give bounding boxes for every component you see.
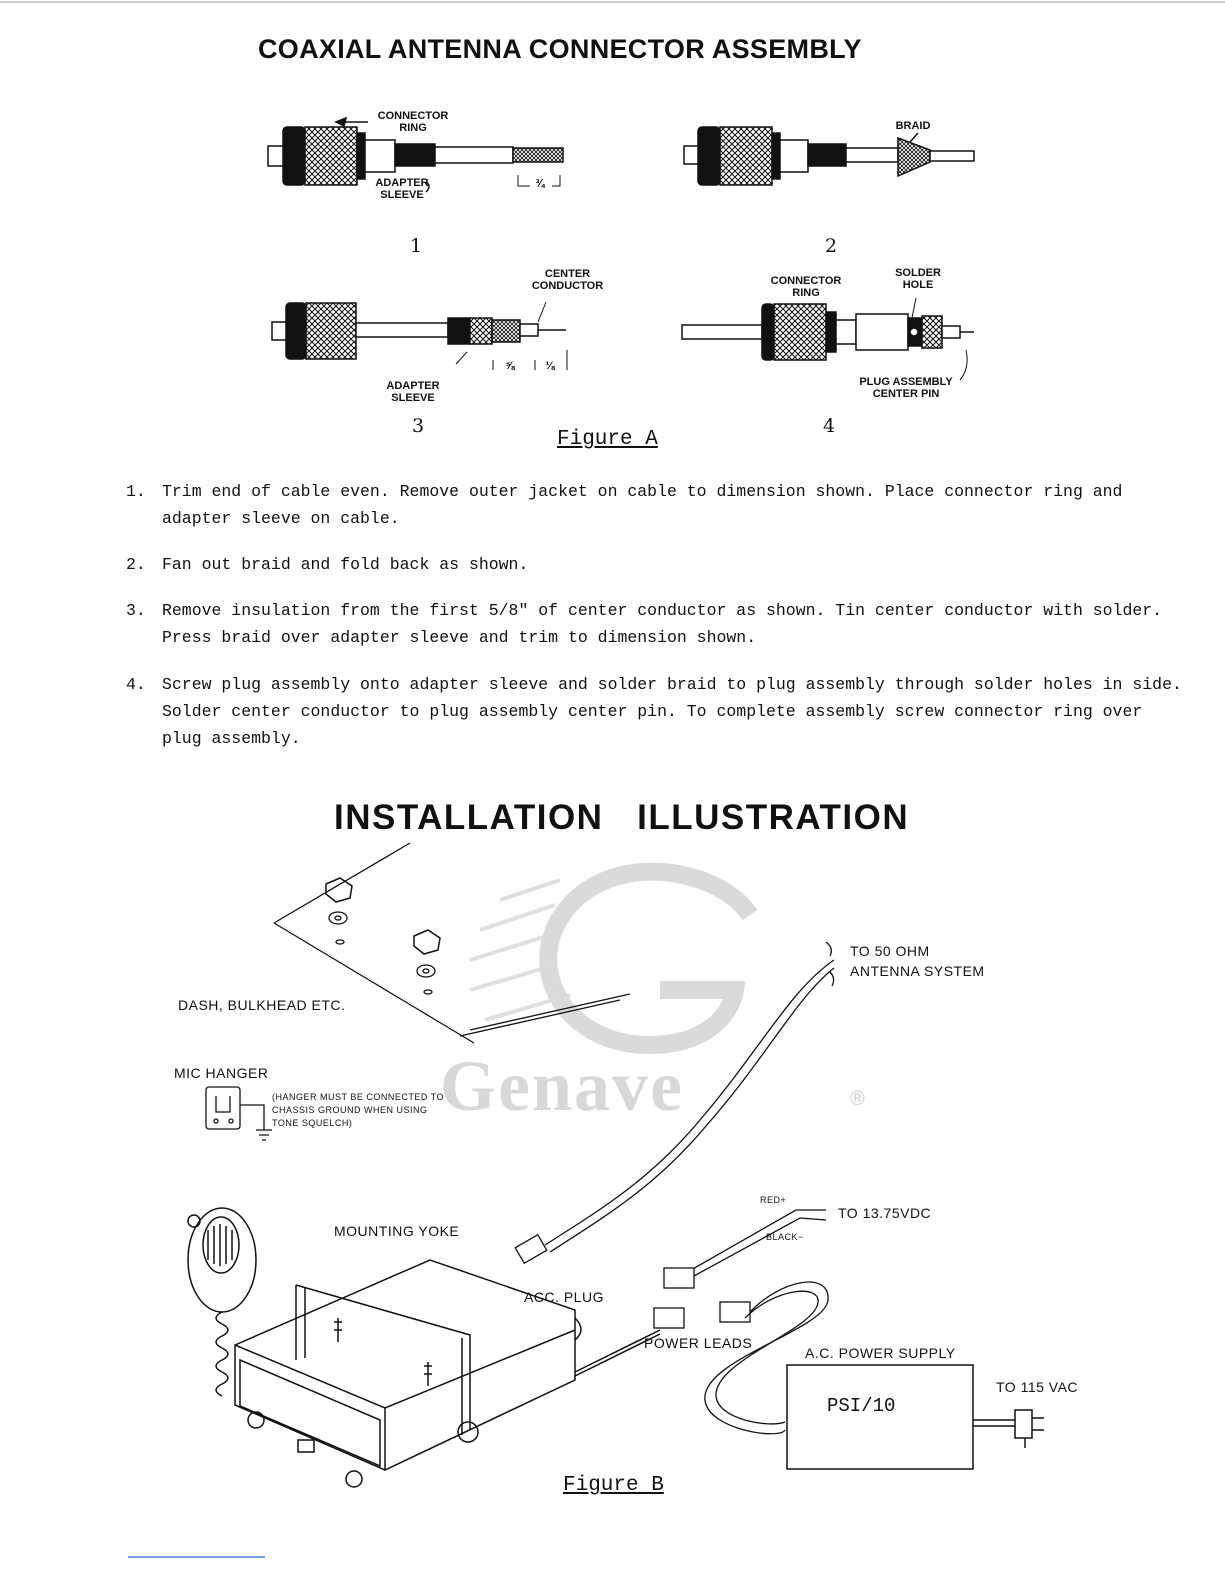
- panel-number-2: 2: [825, 235, 838, 257]
- watermark-text: Genave: [440, 1046, 684, 1126]
- dash-panel-drawing: [273, 842, 631, 1044]
- panel-number-1: 1: [410, 235, 423, 257]
- step-1: 1. Trim end of cable even. Remove outer …: [126, 482, 1123, 528]
- label-dash-bulkhead: DASH, BULKHEAD ETC.: [178, 997, 346, 1013]
- label-connector-ring-1: CONNECTOR RING: [377, 110, 449, 134]
- label-adapter-sleeve-1: ADAPTER SLEEVE: [375, 177, 429, 201]
- connector-panel-4-drawing: [681, 297, 974, 381]
- label-power-leads: POWER LEADS: [644, 1335, 753, 1351]
- label-dim-1: ¾: [535, 178, 545, 190]
- mic-hanger-drawing: [205, 1086, 272, 1141]
- label-hanger-note: (HANGER MUST BE CONNECTED TO CHASSIS GRO…: [272, 1092, 445, 1128]
- label-115vac: TO 115 VAC: [996, 1379, 1079, 1395]
- figure-a-caption: Figure A: [557, 428, 658, 451]
- label-black-lead: BLACK−: [766, 1232, 804, 1242]
- label-antenna-system: TO 50 OHM ANTENNA SYSTEM: [850, 943, 985, 979]
- page-title: COAXIAL ANTENNA CONNECTOR ASSEMBLY: [258, 34, 862, 64]
- watermark-stripes: [469, 878, 571, 1022]
- label-mounting-yoke: MOUNTING YOKE: [334, 1223, 460, 1239]
- label-braid: BRAID: [895, 120, 931, 132]
- label-dim-3b: ⅛: [545, 360, 555, 372]
- power-leads-drawing: [653, 1209, 829, 1435]
- label-adapter-sleeve-3: ADAPTER SLEEVE: [386, 380, 440, 404]
- label-red-lead: RED+: [760, 1195, 787, 1205]
- step-3: 3. Remove insulation from the first 5/8"…: [126, 601, 1163, 647]
- connector-panel-3-drawing: [271, 301, 568, 370]
- power-supply-drawing: [786, 1364, 1044, 1470]
- label-13-75vdc: TO 13.75VDC: [838, 1205, 932, 1221]
- step-2: 2. Fan out braid and fold back as shown.: [126, 555, 529, 574]
- installation-heading: INSTALLATION ILLUSTRATION: [334, 798, 910, 837]
- figure-b-caption: Figure B: [563, 1474, 664, 1497]
- label-acc-plug: ACC. PLUG: [524, 1289, 604, 1305]
- label-dim-3a: ⅝: [505, 360, 515, 372]
- connector-panel-1-drawing: [267, 116, 564, 193]
- watermark-registered: ®: [850, 1088, 865, 1110]
- panel-number-4: 4: [823, 415, 836, 437]
- label-ac-power-supply: A.C. POWER SUPPLY: [805, 1345, 956, 1361]
- connector-panel-2-drawing: [683, 126, 975, 186]
- label-connector-ring-4: CONNECTOR RING: [770, 275, 842, 299]
- label-center-conductor: CENTER CONDUCTOR: [531, 268, 604, 292]
- antenna-cable-drawing: [514, 941, 835, 1265]
- label-mic-hanger: MIC HANGER: [174, 1065, 269, 1081]
- label-plug-center-pin: PLUG ASSEMBLY CENTER PIN: [859, 376, 953, 400]
- watermark-logo: [539, 862, 758, 1055]
- panel-number-3: 3: [412, 415, 425, 437]
- label-solder-hole: SOLDER HOLE: [895, 267, 941, 291]
- label-psi-10: PSI/10: [827, 1395, 896, 1417]
- radio-drawing: [187, 1207, 661, 1488]
- step-4: 4. Screw plug assembly onto adapter slee…: [126, 675, 1182, 748]
